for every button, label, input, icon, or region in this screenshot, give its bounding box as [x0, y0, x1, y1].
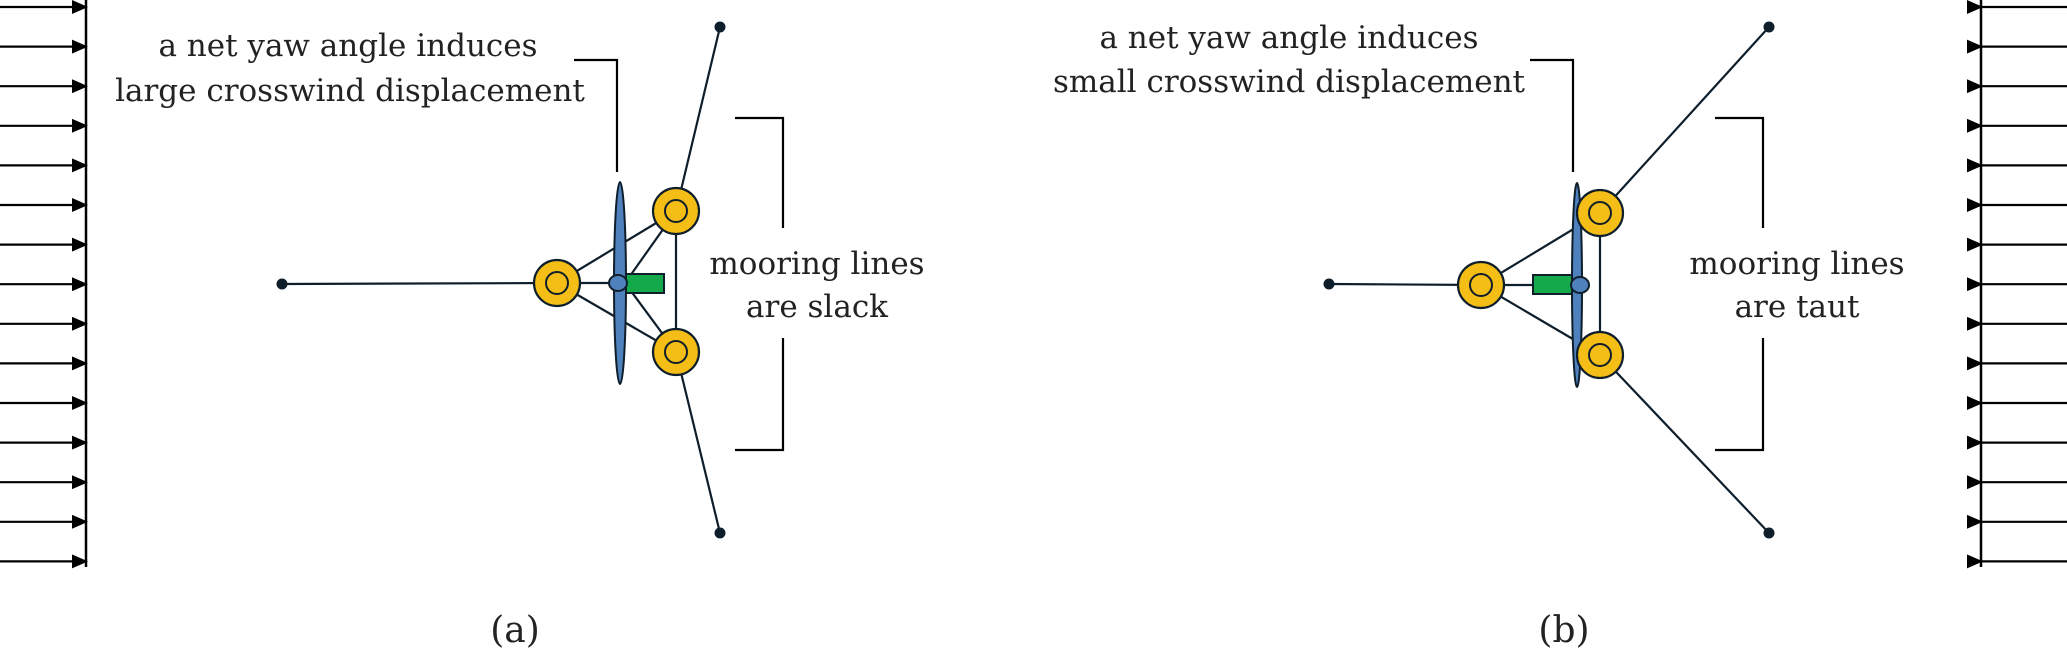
- float-west: [1456, 260, 1506, 310]
- panel-a: a net yaw angle induces large crosswind …: [115, 21, 925, 651]
- annotation-b-line2: small crosswind displacement: [1053, 64, 1526, 100]
- wind-arrows-left: [0, 0, 88, 569]
- wind-profile-right: [1967, 0, 2067, 569]
- wind-arrows-right: [1967, 0, 2067, 569]
- mooring-line-south: [674, 351, 722, 534]
- float-north: [1575, 188, 1625, 238]
- bracket-b-top: [1715, 116, 1765, 228]
- mooring-line-north: [674, 26, 722, 212]
- mooring-line-west: [1328, 282, 1482, 287]
- mooring-line-south: [1599, 354, 1770, 534]
- annotation-b-line1: a net yaw angle induces: [1099, 20, 1478, 56]
- mooring-line-west: [281, 281, 558, 286]
- bracket-b-bottom: [1715, 338, 1765, 452]
- annotation-a-line2: large crosswind displacement: [115, 73, 585, 109]
- mooring-label-a-line1: mooring lines: [709, 246, 924, 282]
- mooring-label-a-line2: are slack: [746, 289, 888, 325]
- anchor-south: [714, 527, 726, 539]
- rotor-hub: [1570, 276, 1590, 294]
- float-north: [651, 186, 701, 236]
- annotation-leader-b: [1530, 58, 1575, 172]
- mooring-line-north: [1599, 26, 1770, 214]
- bracket-a-bottom: [735, 338, 785, 452]
- caption-a: (a): [490, 610, 540, 651]
- float-south: [1575, 330, 1625, 380]
- caption-b: (b): [1538, 610, 1589, 651]
- annotation-leader-a: [574, 58, 619, 172]
- panel-b: a net yaw angle induces small crosswind …: [1053, 20, 1905, 651]
- rotor-hub: [608, 274, 628, 292]
- float-west: [532, 258, 582, 308]
- mooring-label-b-line2: are taut: [1735, 289, 1860, 325]
- anchor-south: [1763, 527, 1775, 539]
- anchor-north: [714, 21, 726, 33]
- mooring-label-b-line1: mooring lines: [1689, 246, 1904, 282]
- bracket-a-top: [735, 116, 785, 228]
- anchor-west: [1323, 278, 1335, 290]
- anchor-north: [1763, 21, 1775, 33]
- annotation-a-line1: a net yaw angle induces: [158, 28, 537, 64]
- wind-profile-left: [0, 0, 88, 569]
- anchor-west: [276, 278, 288, 290]
- float-south: [651, 327, 701, 377]
